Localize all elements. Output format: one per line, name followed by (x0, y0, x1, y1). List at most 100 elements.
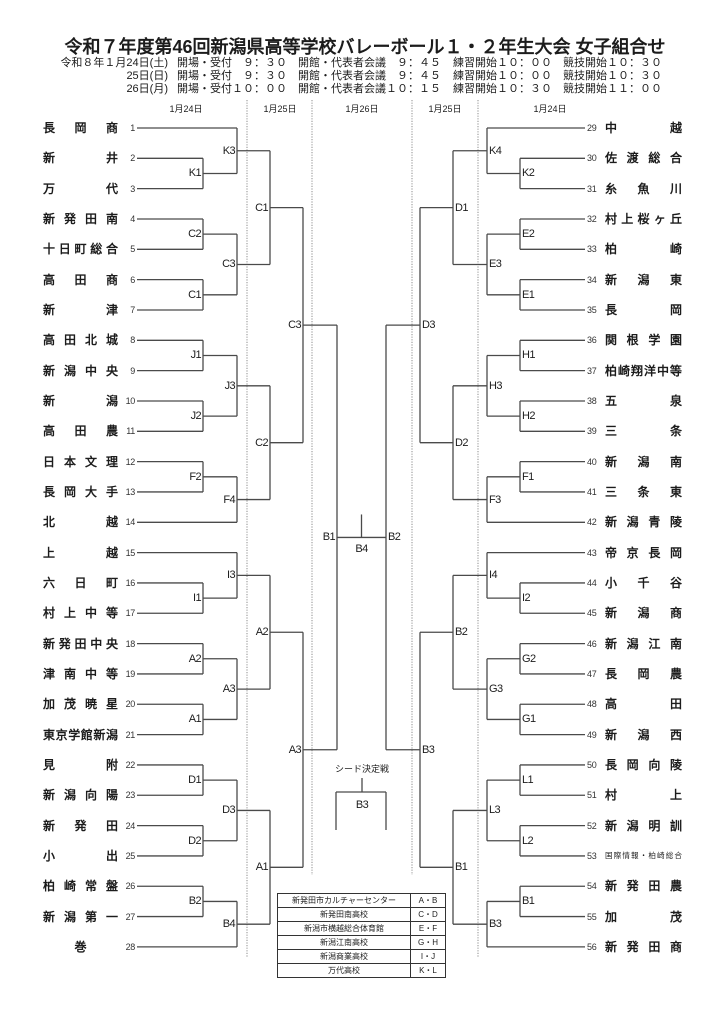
team-name-char: 岡 (637, 666, 650, 681)
team-name-char: 新 (43, 909, 56, 924)
team-number: 33 (587, 244, 597, 255)
venue-name: 新発田南高校 (277, 907, 411, 922)
team-name-char: 新 (43, 151, 56, 166)
schedule-label: 練習開始 (453, 70, 497, 82)
match-label: A1 (188, 713, 202, 726)
team-name: 新発田 (43, 818, 118, 834)
team-number: 41 (587, 486, 597, 497)
match-label: I3 (227, 569, 236, 582)
schedule-time: １０：１５ (386, 83, 441, 95)
team-name-char: 商 (669, 939, 682, 954)
team-name-char: 村 (605, 788, 618, 803)
team-name-char: 一 (105, 909, 118, 924)
match-label: A3 (222, 683, 236, 696)
match-label: D1 (188, 774, 201, 787)
team-name-char: 条 (637, 484, 650, 499)
team-name-char: 田 (648, 939, 661, 954)
match-label: A2 (188, 652, 202, 665)
team-number: 45 (587, 608, 597, 619)
team-number: 4 (130, 213, 135, 224)
team-name-char: 明 (648, 818, 661, 833)
schedule-time: １１：００ (607, 83, 662, 95)
team-name-char: 農 (669, 666, 682, 681)
team-name-char: 日 (43, 454, 56, 469)
match-label: A3 (288, 743, 302, 756)
team-number: 53 (587, 850, 597, 861)
team-name: 五泉 (605, 393, 682, 409)
seed-match-caption: シード決定戦 (334, 764, 390, 774)
team-name-char: 潟 (105, 727, 118, 742)
team-name: 日本文理 (43, 454, 118, 470)
match-label: C2 (255, 436, 268, 449)
schedule-time: ９：４５ (397, 57, 441, 69)
team-name: 新潟東 (605, 272, 682, 288)
team-name-char: 南 (669, 454, 682, 469)
team-number: 9 (130, 365, 135, 376)
match-label: C2 (188, 228, 201, 241)
team-name-char: 附 (105, 757, 118, 772)
team-name: 加茂 (605, 909, 682, 925)
team-name-char: 町 (105, 575, 118, 590)
match-label: L1 (522, 774, 534, 787)
schedule-date: 25日(日) (126, 70, 168, 82)
team-name: 新潟明訓 (605, 818, 682, 834)
match-label: I1 (193, 592, 202, 605)
match-label: H1 (522, 349, 535, 362)
team-name-char: 潟 (637, 606, 650, 621)
team-name-char: 総 (90, 242, 103, 257)
team-name-char: 田 (648, 879, 661, 894)
match-label: K3 (222, 144, 236, 157)
team-name: 新潟江南 (605, 636, 682, 652)
team-name: 新潟南 (605, 454, 682, 470)
team-name-char: 柏 (605, 242, 618, 257)
team-name-char: 潟 (626, 515, 639, 530)
team-name: 小出 (43, 848, 118, 864)
team-name-char: 江 (648, 636, 661, 651)
team-name-char: 小 (605, 575, 618, 590)
team-number: 35 (587, 304, 597, 315)
team-name-char: 陵 (669, 757, 682, 772)
team-name: 新潟向陽 (43, 787, 118, 803)
team-name-char: 新 (43, 211, 56, 226)
team-name-char: 発 (626, 879, 639, 894)
team-number: 46 (587, 638, 597, 649)
team-name-char: 中 (656, 363, 669, 378)
team-name-char: 暁 (84, 697, 97, 712)
match-label: B4 (222, 918, 236, 931)
schedule-time: ９：３０ (243, 70, 287, 82)
team-name: 佐渡総合 (605, 150, 682, 166)
schedule-time: １０：００ (497, 70, 552, 82)
team-name: 六日町 (43, 575, 118, 591)
team-name-char: 崎 (657, 850, 665, 860)
team-name-char: 小 (43, 848, 56, 863)
team-name-char: 総 (648, 151, 661, 166)
team-number: 56 (587, 941, 597, 952)
team-name: 柏崎常盤 (43, 878, 118, 894)
match-label: B2 (455, 626, 468, 639)
team-number: 34 (587, 274, 597, 285)
team-name-char: 六 (43, 575, 56, 590)
team-number: 54 (587, 881, 597, 892)
